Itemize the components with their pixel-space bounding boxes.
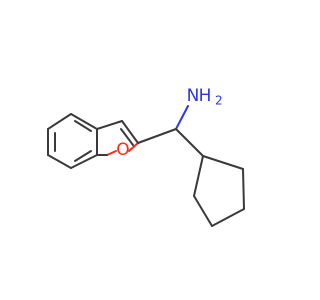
- bond-benzene-3: [70, 154, 98, 169]
- bond-furan-c2-o: [128, 142, 139, 152]
- amine-subscript-label: 2: [215, 94, 223, 108]
- side-chain: [137, 105, 204, 157]
- amine-h-label: H: [199, 86, 212, 106]
- bond-calpha-n: [175, 105, 189, 130]
- molecule-structure: O N H 2: [47, 86, 245, 227]
- bond-furan-c3a-c3: [96, 120, 123, 130]
- bond-furan-o-c7a: [106, 150, 117, 156]
- bond-cyclopentyl-5: [193, 155, 204, 197]
- amine-n-label: N: [187, 86, 200, 106]
- furan-ring: [96, 120, 139, 156]
- bond-cyclopentyl-2: [242, 168, 245, 210]
- bond-c2-calpha: [137, 128, 177, 144]
- bond-calpha-cyclopentyl: [175, 128, 204, 157]
- bond-benzene-inner-2: [74, 150, 92, 162]
- structure-canvas: O N H 2: [47, 86, 245, 227]
- oxygen-atom-label: O: [116, 140, 129, 160]
- bond-benzene-2: [47, 154, 72, 169]
- bond-furan-c2-c3-double: [120, 128, 134, 146]
- benzene-ring: [47, 113, 98, 169]
- bond-benzene-6: [47, 113, 72, 130]
- bond-cyclopentyl-3: [211, 208, 245, 227]
- atom-labels: O N H 2: [116, 86, 222, 160]
- bond-cyclopentyl-4: [193, 195, 213, 227]
- cyclopentane-ring: [193, 155, 245, 227]
- bond-benzene-5: [70, 113, 98, 130]
- bond-cyclopentyl-1: [202, 155, 244, 170]
- bond-furan-c3-c2: [121, 120, 139, 144]
- bond-benzene-inner-3: [74, 120, 92, 132]
